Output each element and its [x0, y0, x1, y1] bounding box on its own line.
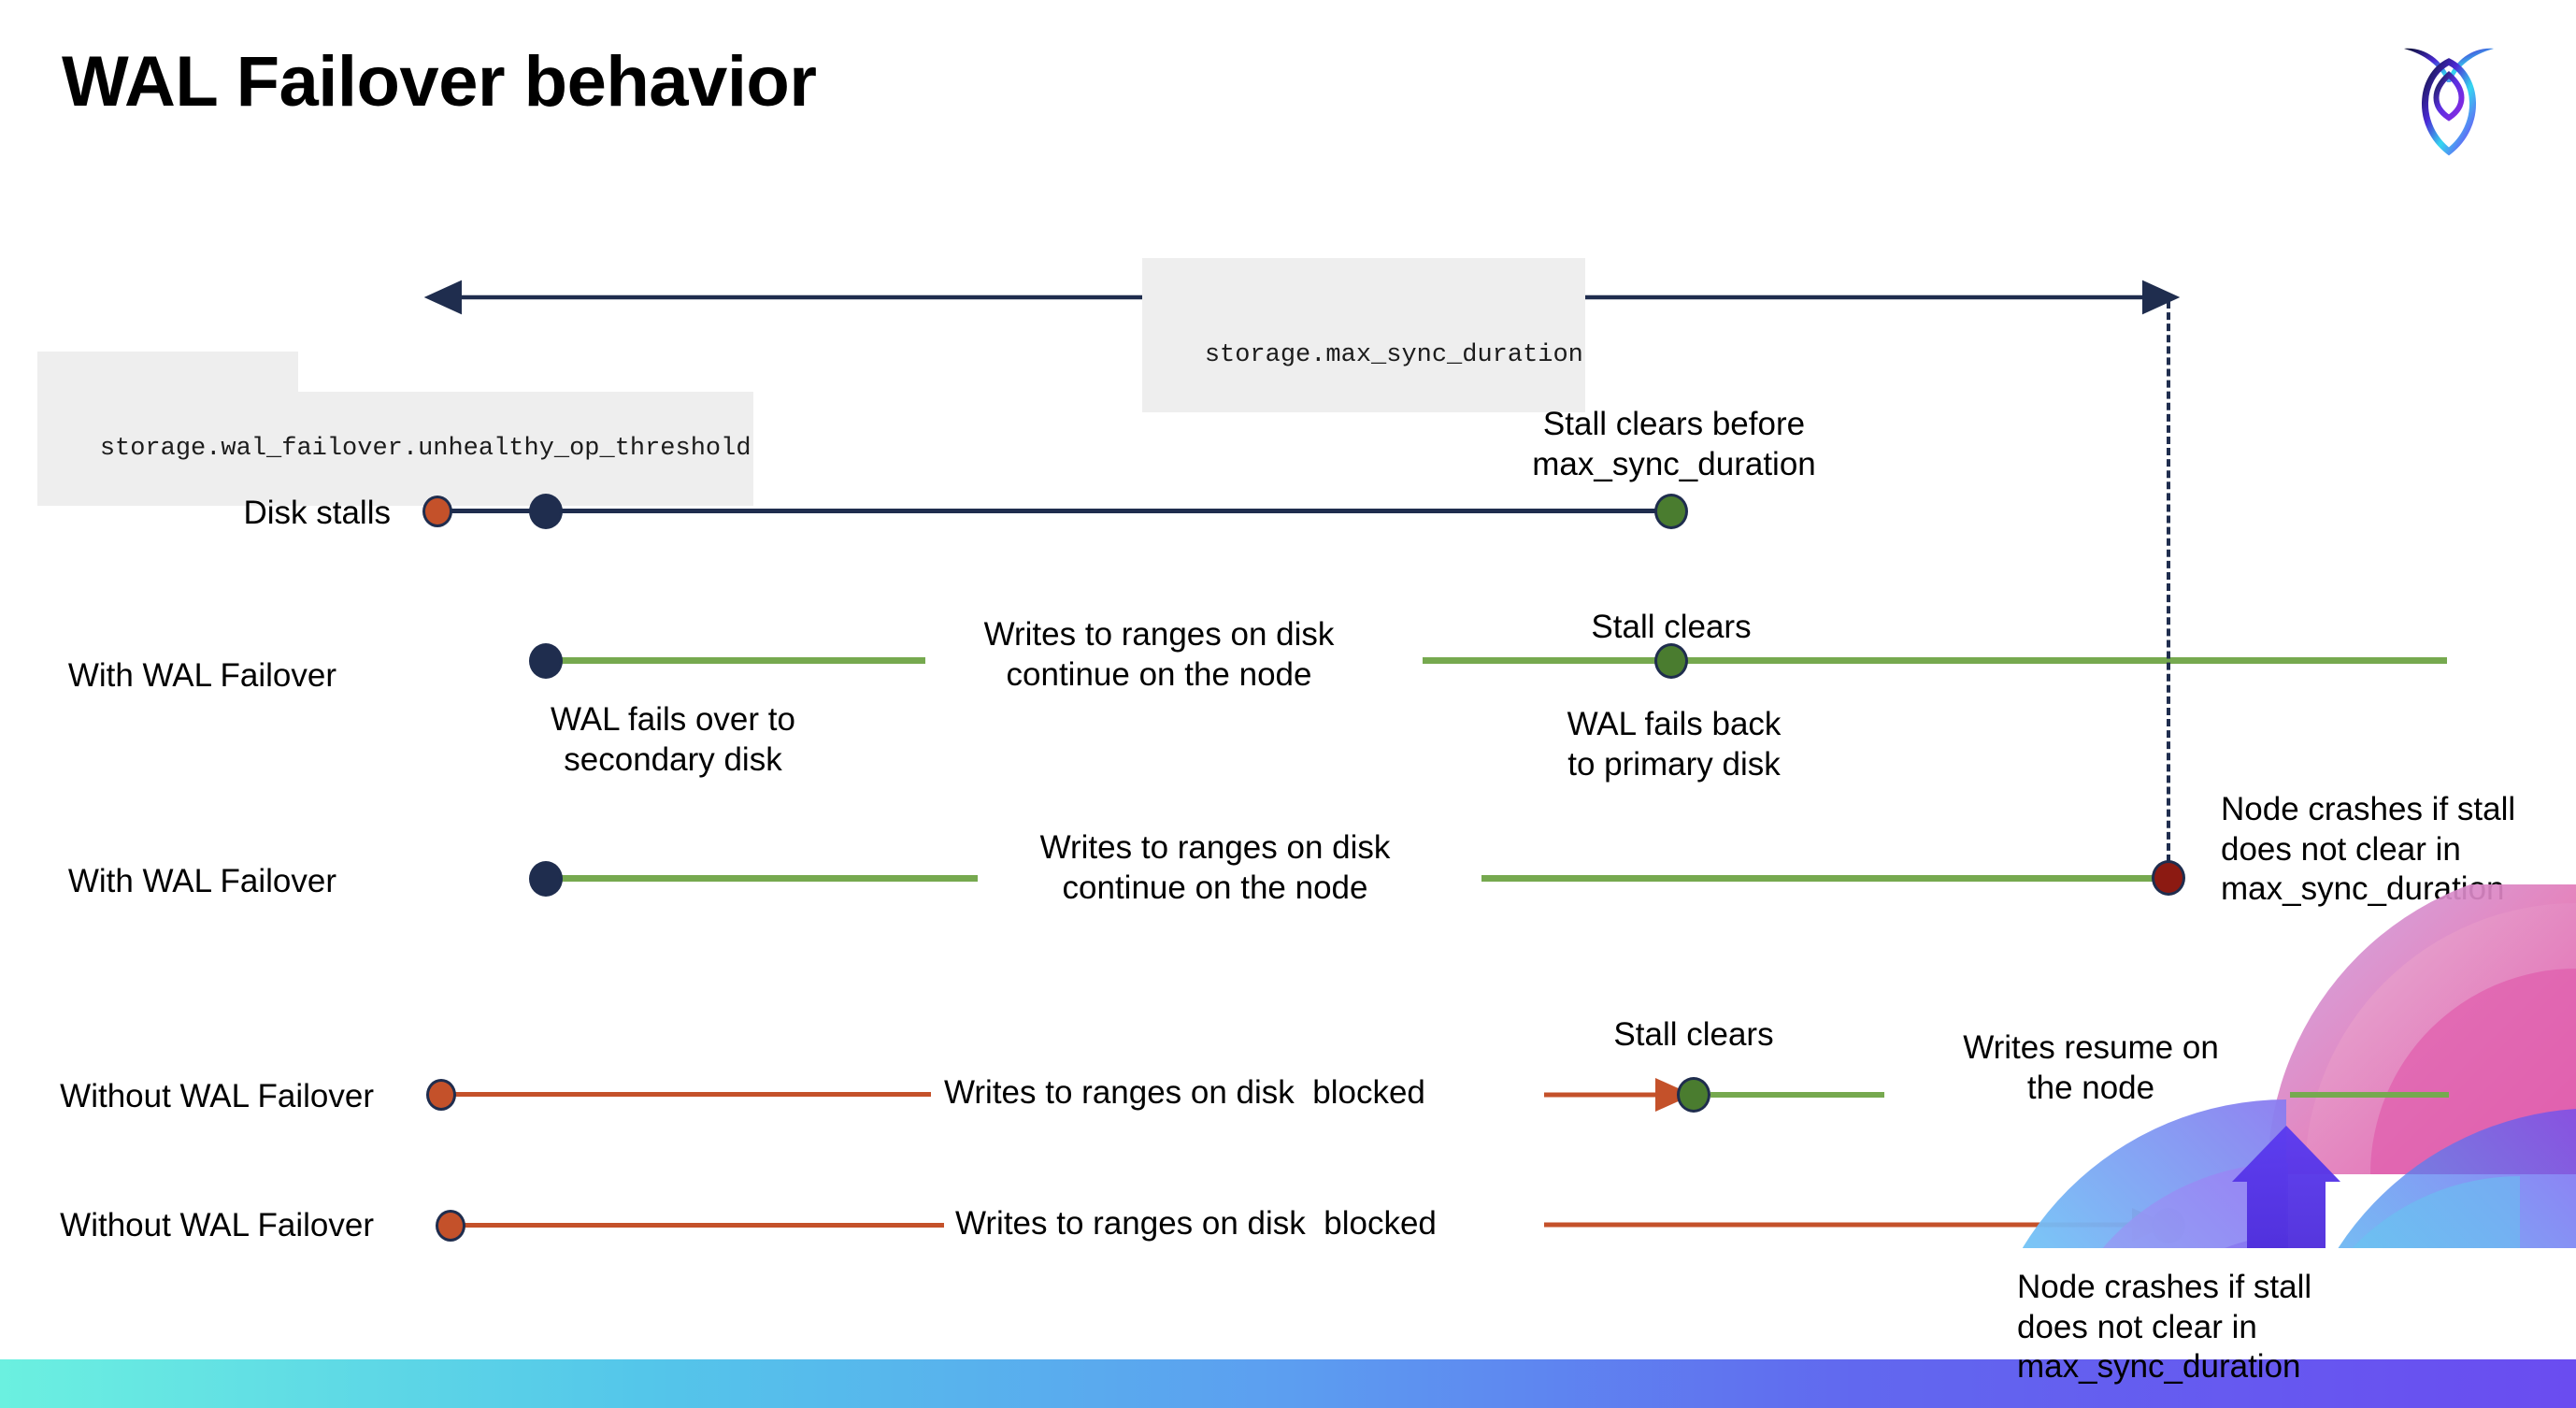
with-failover-2-segment-b	[1481, 875, 2173, 882]
without-failover-1-resume-line-overlap	[2290, 1092, 2449, 1098]
row-label-with-wal-failover-2: With WAL Failover	[67, 863, 336, 899]
row-label-disk-stalls: Disk stalls	[243, 495, 391, 531]
annotation-stall-clears-before: Stall clears before max_sync_duration	[1532, 406, 1816, 482]
unhealthy-op-threshold-setting: storage.wal_failover.unhealthy_op_thresh…	[37, 392, 753, 506]
disk-stall-start-dot-2	[426, 1079, 456, 1111]
with-failover-2-segment-a	[542, 875, 978, 882]
with-failover-1-segment-a	[542, 657, 925, 664]
annotation-writes-continue-2: Writes to ranges on disk continue on the…	[1039, 829, 1391, 906]
without-failover-1-blocked-line	[445, 1092, 931, 1097]
row-label-with-wal-failover-1: With WAL Failover	[67, 657, 336, 694]
annotation-node-crashes-2: Node crashes if stall does not clear in …	[2017, 1269, 2312, 1386]
annotation-stall-clears-1: Stall clears	[1591, 609, 1752, 645]
max-sync-duration-dashed-guide	[2167, 301, 2170, 862]
annotation-writes-resume: Writes resume on the node	[1963, 1029, 2219, 1106]
with-failover-1-segment-b	[1423, 657, 2447, 664]
bottom-gradient-bar	[0, 1359, 2576, 1408]
max-sync-duration-setting: storage.max_sync_duration	[1142, 298, 1585, 412]
annotation-stall-clears-2: Stall clears	[1613, 1016, 1774, 1053]
without-failover-1-resume-line	[1710, 1092, 1884, 1098]
annotation-wal-fails-back: WAL fails back to primary disk	[1567, 706, 1782, 783]
annotation-writes-continue-1: Writes to ranges on disk continue on the…	[983, 616, 1335, 693]
max-sync-setting-line: storage.max_sync_duration	[1204, 340, 1583, 369]
disk-stalls-timeline	[437, 509, 1671, 513]
row-label-without-wal-failover-1: Without WAL Failover	[60, 1078, 374, 1114]
row-label-without-wal-failover-2: Without WAL Failover	[60, 1207, 374, 1243]
annotation-node-crashes-1: Node crashes if stall does not clear in …	[2221, 791, 2516, 908]
annotation-writes-blocked-1: Writes to ranges on disk blocked	[944, 1074, 1425, 1111]
wal-failback-dot-1	[1654, 643, 1688, 679]
wal-failover-trigger-dot	[529, 494, 563, 529]
annotation-writes-blocked-2: Writes to ranges on disk blocked	[955, 1205, 1437, 1242]
cockroachdb-logo-icon	[2393, 28, 2505, 159]
wal-failover-start-dot-2	[529, 861, 563, 897]
annotation-wal-fails-over: WAL fails over to secondary disk	[551, 701, 795, 778]
without-failover-2-blocked-line	[458, 1223, 944, 1228]
disk-stall-clear-dot	[1654, 494, 1688, 529]
page-title: WAL Failover behavior	[62, 42, 817, 122]
stall-clear-dot-2	[1677, 1077, 1710, 1113]
disk-stall-start-dot-3	[436, 1210, 465, 1242]
disk-stall-start-dot	[422, 496, 452, 527]
wal-failover-start-dot-1	[529, 643, 563, 679]
unhealthy-setting-line: storage.wal_failover.unhealthy_op_thresh…	[99, 434, 751, 463]
